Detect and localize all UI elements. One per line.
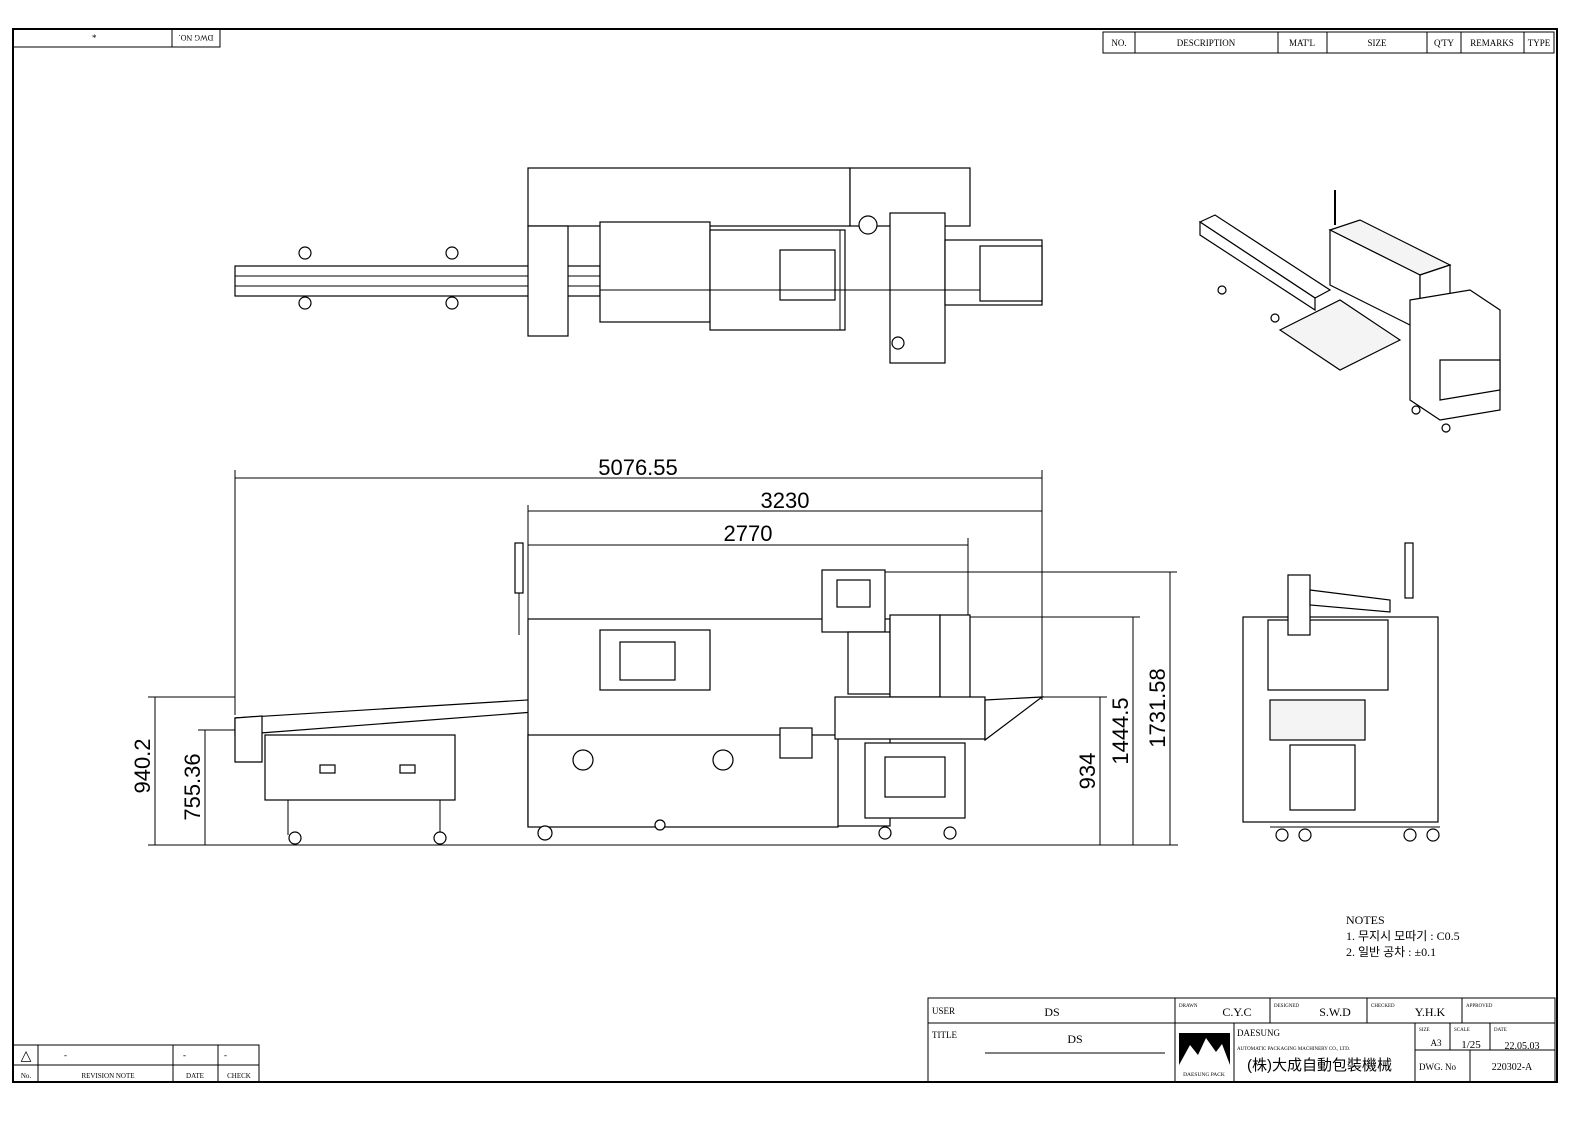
revision-header-date: DATE [186, 1072, 204, 1080]
revision-date-value: - [183, 1050, 186, 1060]
revision-header-no: No. [21, 1072, 32, 1080]
bom-col-size: SIZE [1368, 38, 1388, 48]
dim-overall-height: 1731.58 [1145, 668, 1170, 748]
bom-col-no: NO. [1111, 38, 1126, 48]
title-label: TITLE [932, 1030, 957, 1040]
machine-top-view [234, 167, 1043, 364]
checked-label: CHECKED [1371, 1004, 1395, 1009]
revision-table: △ - - - No. REVISION NOTE DATE CHECK [12, 1044, 260, 1083]
machine-front-view [234, 542, 1044, 845]
user-label: USER [932, 1006, 955, 1016]
top-strip: * DWG NO. [12, 28, 221, 48]
size-label: SIZE [1419, 1028, 1430, 1033]
designed-label: DESIGNED [1274, 1004, 1299, 1009]
checked-value: Y.H.K [1415, 1005, 1446, 1019]
title-block: USER DS TITLE DS DRAWN C.Y.C DESIGNED S.… [927, 997, 1556, 1083]
revision-header-note: REVISION NOTE [81, 1072, 134, 1080]
drawing-border [12, 28, 1558, 1083]
dim-body-length: 3230 [761, 488, 810, 513]
dimensions: 5076.55 3230 2770 940.2 755.36 934 1444.… [130, 455, 1178, 846]
notes-title: NOTES [1346, 913, 1385, 927]
designed-value: S.W.D [1319, 1005, 1351, 1019]
date-label: DATE [1494, 1028, 1507, 1033]
date-value: 22.05.03 [1505, 1041, 1540, 1052]
dim-infeed-height: 755.36 [180, 753, 205, 820]
revision-note-value: - [64, 1050, 67, 1060]
company-name-en: DAESUNG [1237, 1028, 1281, 1038]
size-value: A3 [1431, 1038, 1442, 1048]
dim-conveyor-height: 940.2 [130, 738, 155, 793]
dwg-no-label-mirrored: DWG NO. [179, 33, 214, 42]
dim-outfeed-height: 934 [1075, 753, 1100, 790]
dwg-no-label: DWG. No [1419, 1062, 1456, 1072]
note-1: 1. 무지시 모따기 : C0.5 [1346, 929, 1460, 943]
dim-frame-length: 2770 [724, 521, 773, 546]
logo-text: DAESUNG PACK [1183, 1072, 1225, 1078]
machine-isometric-view [1198, 190, 1501, 433]
dim-cabinet-height: 1444.5 [1108, 697, 1133, 764]
daesung-logo: DAESUNG PACK [1179, 1033, 1230, 1078]
title-value: DS [1067, 1032, 1082, 1046]
bom-col-description: DESCRIPTION [1177, 38, 1236, 48]
company-name-kr: (株)大成自動包裝機械 [1247, 1057, 1392, 1074]
machine-side-view [1242, 542, 1440, 842]
scale-label: SCALE [1454, 1028, 1470, 1033]
revision-header-check: CHECK [227, 1072, 251, 1080]
user-value: DS [1044, 1005, 1059, 1019]
scale-value: 1/25 [1461, 1039, 1481, 1051]
bom-col-type: TYPE [1528, 38, 1551, 48]
drawn-label: DRAWN [1179, 1004, 1198, 1009]
revision-triangle-icon: △ [21, 1047, 32, 1063]
bom-col-material: MAT'L [1289, 38, 1315, 48]
note-2: 2. 일반 공차 : ±0.1 [1346, 945, 1436, 959]
bom-col-remarks: REMARKS [1470, 38, 1514, 48]
top-strip-value: * [92, 33, 97, 43]
approved-label: APPROVED [1466, 1004, 1493, 1009]
company-subtitle: AUTOMATIC PACKAGING MACHINERY CO., LTD. [1237, 1047, 1350, 1052]
notes: NOTES 1. 무지시 모따기 : C0.5 2. 일반 공차 : ±0.1 [1346, 913, 1460, 959]
bom-col-qty: Q'TY [1434, 38, 1455, 48]
revision-check-value: - [224, 1050, 227, 1060]
bom-header: NO. DESCRIPTION MAT'L SIZE Q'TY REMARKS … [1102, 31, 1555, 54]
dwg-no-value: 220302-A [1492, 1062, 1533, 1073]
drawn-value: C.Y.C [1222, 1005, 1251, 1019]
dim-overall-length: 5076.55 [598, 455, 678, 480]
